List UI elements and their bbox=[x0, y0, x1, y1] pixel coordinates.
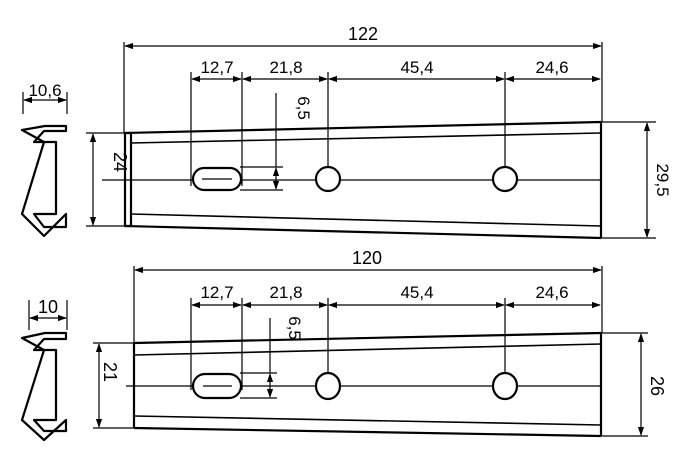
bottom-drawing: 10 120 bbox=[20, 248, 667, 442]
bottom-round-hole-1 bbox=[314, 371, 342, 401]
bottom-overall-dimension: 120 bbox=[133, 248, 603, 343]
top-spacing-4-label: 24,6 bbox=[535, 58, 568, 77]
top-profile-outline bbox=[20, 124, 68, 238]
top-round-hole-1 bbox=[314, 165, 342, 193]
top-overall-dimension: 122 bbox=[123, 24, 603, 133]
bottom-spacing-1-label: 12,7 bbox=[200, 283, 233, 302]
top-bracket-inner-bottom bbox=[130, 213, 602, 227]
top-bracket-body bbox=[102, 120, 603, 240]
bottom-right-height-dimension: 26 bbox=[601, 332, 667, 437]
bottom-bracket-body bbox=[126, 331, 603, 438]
bottom-slot-height-dimension: 6,5 bbox=[240, 316, 304, 399]
top-overall-length-label: 122 bbox=[348, 24, 378, 44]
top-chain-dimensions: 12,7 21,8 45,4 24,6 bbox=[190, 58, 601, 186]
top-slot-height-label: 6,5 bbox=[294, 96, 313, 120]
bottom-right-height-label: 26 bbox=[647, 376, 667, 396]
bottom-profile-width-label: 10 bbox=[38, 297, 58, 317]
top-left-height-dimension: 24 bbox=[86, 132, 130, 227]
top-bracket-inner-top bbox=[130, 132, 602, 144]
top-spacing-2-label: 21,8 bbox=[269, 58, 302, 77]
bottom-spacing-4-label: 24,6 bbox=[535, 283, 568, 302]
top-profile-width-label: 10,6 bbox=[28, 81, 61, 100]
bottom-bracket-inner-top bbox=[133, 343, 602, 356]
top-bracket-top-edge bbox=[124, 120, 602, 135]
bottom-overall-length-label: 120 bbox=[352, 248, 382, 268]
bottom-bracket-bottom-edge bbox=[133, 426, 602, 438]
bottom-slot-height-label: 6,5 bbox=[285, 316, 304, 340]
top-round-hole-2 bbox=[491, 165, 519, 193]
top-right-height-label: 29,5 bbox=[653, 163, 672, 196]
top-spacing-3-label: 45,4 bbox=[400, 58, 433, 77]
bottom-left-height-label: 21 bbox=[100, 362, 120, 382]
top-profile-section: 10,6 bbox=[20, 81, 68, 238]
top-drawing: 10,6 122 bbox=[20, 24, 672, 240]
top-spacing-1-label: 12,7 bbox=[200, 58, 233, 77]
bottom-profile-section: 10 bbox=[20, 297, 68, 442]
top-left-height-label: 24 bbox=[110, 152, 130, 172]
bottom-chain-dimensions: 12,7 21,8 45,4 24,6 bbox=[190, 283, 601, 390]
bottom-profile-outline bbox=[20, 331, 68, 442]
bottom-spacing-2-label: 21,8 bbox=[269, 283, 302, 302]
bottom-bracket-inner-bottom bbox=[133, 415, 602, 426]
top-slot-height-dimension: 6,5 bbox=[240, 93, 313, 191]
bottom-round-hole-2 bbox=[491, 371, 519, 401]
bottom-left-height-dimension: 21 bbox=[93, 342, 134, 429]
top-right-height-dimension: 29,5 bbox=[601, 121, 672, 239]
bottom-spacing-3-label: 45,4 bbox=[400, 283, 433, 302]
top-bracket-bottom-edge bbox=[124, 224, 602, 240]
bottom-bracket-top-edge bbox=[133, 331, 602, 345]
